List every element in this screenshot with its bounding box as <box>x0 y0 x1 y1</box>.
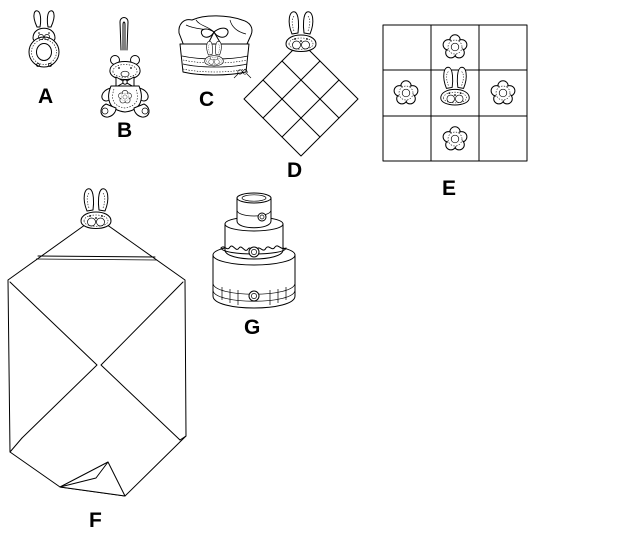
label-g: G <box>244 316 260 339</box>
item-g-diaper-cake <box>212 192 296 309</box>
label-d: D <box>287 159 302 182</box>
item-b-hanging-bear <box>100 17 150 118</box>
label-f: F <box>89 509 102 532</box>
item-d-bunny-towel <box>243 11 359 157</box>
label-a: A <box>38 85 53 108</box>
item-a-bunny-ring <box>28 10 60 68</box>
item-e-flower-quilt <box>382 24 528 162</box>
label-e: E <box>442 177 456 200</box>
label-b: B <box>117 119 132 142</box>
item-c-bunny-basket <box>178 15 253 79</box>
label-c: C <box>199 88 214 111</box>
item-f-hooded-blanket <box>7 188 187 497</box>
